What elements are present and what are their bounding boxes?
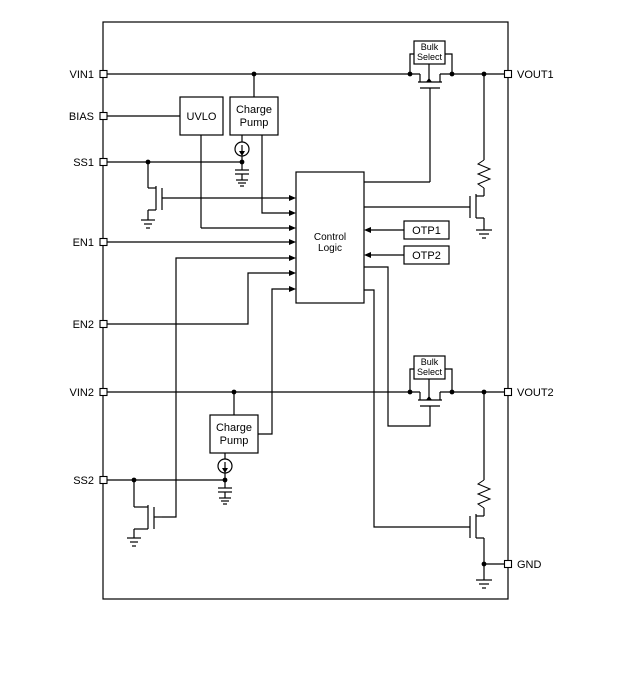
pin-en1 [99, 237, 108, 247]
pin-vout1 [503, 69, 513, 79]
package-outline [102, 21, 509, 600]
otp2-label: OTP2 [412, 250, 441, 262]
pin-gnd [503, 559, 513, 569]
label-vin2: VIN2 [70, 387, 94, 399]
charge-pump-2-line1: Charge [216, 422, 252, 434]
otp1-label: OTP1 [412, 225, 441, 237]
discharge-resistor-1 [476, 159, 492, 189]
label-en1: EN1 [73, 237, 94, 249]
discharge-resistor-2 [476, 479, 492, 509]
pin-ss2 [99, 475, 108, 485]
label-en2: EN2 [73, 319, 94, 331]
pin-vin2 [99, 387, 108, 397]
charge-pump-1-line2: Pump [240, 117, 269, 129]
label-gnd: GND [517, 559, 542, 571]
control-logic-block [295, 171, 365, 304]
control-logic-line1: Control [314, 232, 346, 243]
uvlo-label: UVLO [187, 111, 217, 123]
uvlo-block [179, 96, 224, 136]
pin-en2 [99, 319, 108, 329]
bulk-select-2-line2: Select [417, 367, 443, 377]
label-vout2: VOUT2 [517, 387, 554, 399]
bulk-select-1-line1: Bulk [421, 42, 439, 52]
pin-bias [99, 111, 108, 121]
charge-pump-1-line1: Charge [236, 104, 272, 116]
charge-pump-1 [229, 96, 279, 136]
bulk-select-2-line1: Bulk [421, 357, 439, 367]
control-logic-line2: Logic [318, 243, 342, 254]
charge-pump-2 [209, 414, 259, 454]
label-vout1: VOUT1 [517, 69, 554, 81]
pin-ss1 [99, 157, 108, 167]
en2-wire [106, 272, 291, 325]
bulk-select-1-line2: Select [417, 52, 443, 62]
charge-pump-2-line2: Pump [220, 435, 249, 447]
label-bias: BIAS [69, 111, 94, 123]
pin-vout2 [503, 387, 513, 397]
pin-vin1 [99, 69, 108, 79]
label-ss1: SS1 [73, 157, 94, 169]
label-ss2: SS2 [73, 475, 94, 487]
label-vin1: VIN1 [70, 69, 94, 81]
